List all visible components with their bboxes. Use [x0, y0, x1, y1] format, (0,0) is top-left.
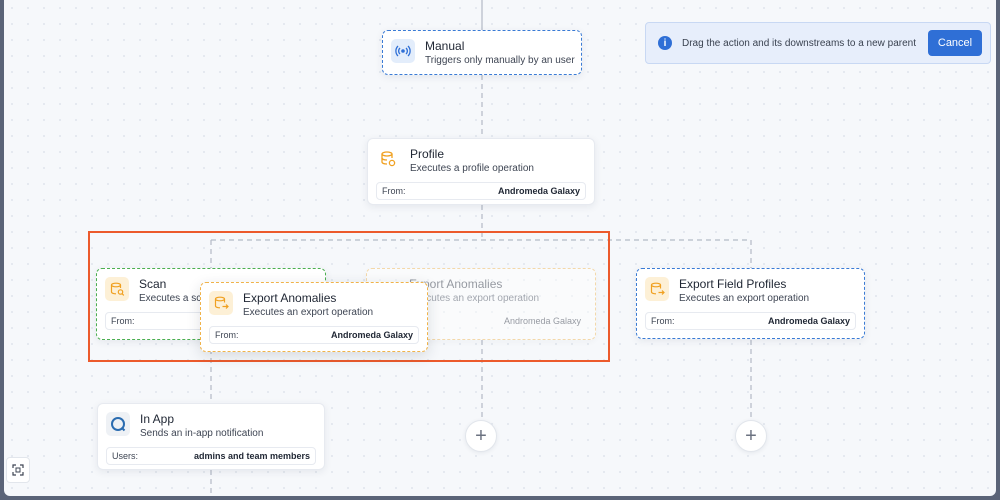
drag-info-banner: i Drag the action and its downstreams to… [645, 22, 991, 64]
database-export-icon [209, 291, 233, 315]
node-export-field-profiles[interactable]: Export Field Profiles Executes an export… [636, 268, 865, 339]
row-label: Users: [112, 451, 139, 461]
node-export-anomalies-dragging[interactable]: Export Anomalies Executes an export oper… [200, 282, 428, 352]
banner-message: Drag the action and its downstreams to a… [682, 37, 917, 49]
flow-connectors [210, 0, 752, 496]
cancel-button[interactable]: Cancel [928, 30, 982, 56]
node-title: Scan [139, 277, 167, 291]
drop-target-selection [88, 231, 610, 362]
node-title: Export Field Profiles [679, 277, 787, 291]
info-icon: i [658, 36, 672, 50]
node-subtitle: Executes a sc [139, 293, 202, 304]
database-search-icon [105, 277, 129, 301]
node-users-row: Users: admins and team members [106, 447, 316, 465]
row-value: Andromeda Galaxy [330, 330, 413, 340]
node-from-row: From: Andromeda Galaxy [645, 312, 856, 330]
database-gear-icon [376, 147, 400, 171]
node-in-app[interactable]: In App Sends an in-app notification User… [97, 403, 325, 470]
row-label: From: [111, 316, 135, 326]
row-value: admins and team members [193, 451, 310, 461]
row-label: From: [382, 186, 406, 196]
node-from-row: From: Andromeda Galaxy [376, 182, 586, 200]
in-app-notification-icon [106, 412, 130, 436]
row-value: Andromeda Galaxy [503, 316, 581, 326]
node-manual[interactable]: Manual Triggers only manually by an user [382, 30, 582, 75]
node-subtitle: Executes an export operation [243, 307, 374, 318]
node-profile[interactable]: Profile Executes a profile operation Fro… [367, 138, 595, 205]
row-value: Andromeda Galaxy [497, 186, 580, 196]
workflow-canvas[interactable]: Manual Triggers only manually by an user… [4, 0, 996, 496]
node-subtitle: Triggers only manually by an user [425, 55, 575, 66]
node-title: Export Anomalies [409, 277, 503, 291]
row-label: From: [651, 316, 675, 326]
node-subtitle: Sends an in-app notification [140, 428, 264, 439]
node-title: Profile [410, 147, 445, 161]
row-label: From: [215, 330, 239, 340]
row-value: Andromeda Galaxy [767, 316, 850, 326]
node-subtitle: Executes a profile operation [410, 163, 534, 174]
add-action-button[interactable]: + [465, 420, 497, 452]
broadcast-icon [391, 39, 415, 63]
node-from-row: From: Andromeda Galaxy [209, 326, 419, 344]
database-export-icon [645, 277, 669, 301]
fit-view-icon [12, 464, 24, 476]
add-action-button[interactable]: + [735, 420, 767, 452]
node-title: In App [140, 412, 175, 426]
node-from-row: Andromeda Galaxy [375, 312, 587, 330]
node-title: Export Anomalies [243, 291, 337, 305]
node-subtitle: Executes an export operation [409, 293, 540, 304]
fit-view-button[interactable] [6, 457, 30, 483]
node-title: Manual [425, 39, 465, 53]
node-subtitle: Executes an export operation [679, 293, 810, 304]
